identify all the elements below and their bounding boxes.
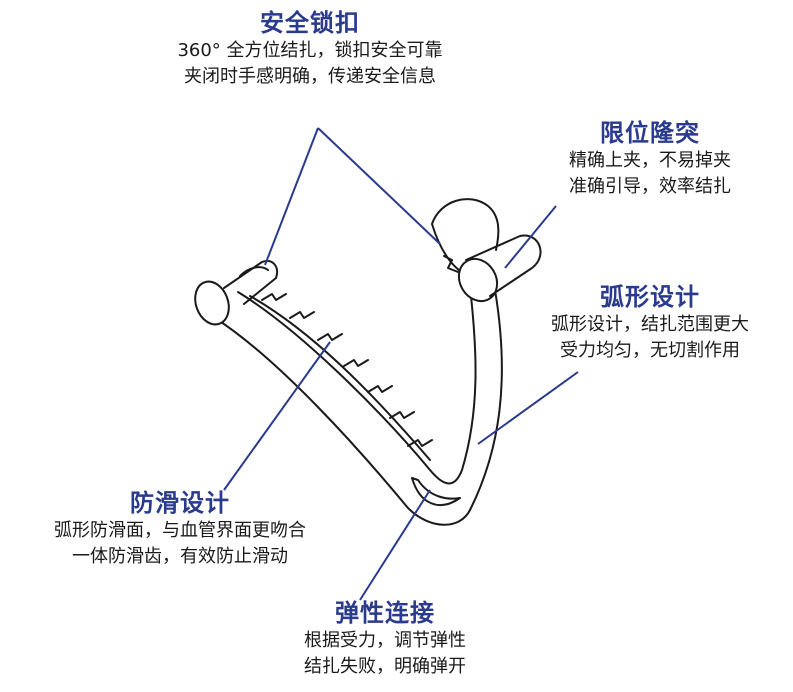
leader-arc (477, 371, 579, 445)
callout-line: 精确上夹，不易掉夹 (569, 150, 731, 171)
callout-line: 夹闭时手感明确，传递安全信息 (184, 66, 436, 87)
lock-knob (194, 280, 230, 326)
callout-anti-slip: 防滑设计 弧形防滑面，与血管界面更吻合 一体防滑齿，有效防止滑动 (10, 488, 350, 570)
leader-anti-slip (223, 341, 331, 491)
callout-title: 限位隆突 (600, 119, 700, 147)
leader-elastic (359, 489, 431, 601)
callout-safety-lock: 安全锁扣 360° 全方位结扎，锁扣安全可靠 夹闭时手感明确，传递安全信息 (150, 8, 470, 90)
clip-outer-arc (214, 289, 503, 526)
callout-line: 弧形设计，结扎范围更大 (551, 314, 749, 335)
limit-bump-end (457, 257, 499, 303)
anti-slip-teeth (261, 293, 433, 447)
callout-line: 受力均匀，无切割作用 (560, 340, 740, 361)
callout-arc-design: 弧形设计 弧形设计，结扎范围更大 受力均匀，无切割作用 (520, 282, 780, 364)
callout-line: 根据受力，调节弹性 (304, 630, 466, 651)
anti-slip-surface (249, 295, 431, 461)
lock-latch (223, 260, 278, 305)
lock-latch-inner (239, 266, 269, 277)
callout-line: 准确引导，效率结扎 (569, 176, 731, 197)
callout-line: 结扎失败，明确弹开 (304, 656, 466, 677)
limit-bump-body (465, 234, 542, 297)
callout-title: 防滑设计 (130, 489, 230, 517)
leader-limit (504, 205, 557, 269)
leader-lock-left (264, 127, 319, 266)
leader-lock-right (317, 127, 441, 245)
limit-bump-notch (443, 255, 459, 273)
callout-line: 360° 全方位结扎，锁扣安全可靠 (177, 40, 443, 61)
clip-inner-arc (237, 269, 477, 485)
right-arm-top (431, 198, 500, 251)
callout-line: 一体防滑齿，有效防止滑动 (72, 546, 288, 567)
callout-line: 弧形防滑面，与血管界面更吻合 (54, 520, 306, 541)
callout-title: 安全锁扣 (260, 9, 360, 37)
callout-title: 弧形设计 (600, 283, 700, 311)
callout-title: 弹性连接 (335, 599, 435, 627)
callout-elastic-connection: 弹性连接 根据受力，调节弹性 结扎失败，明确弹开 (265, 598, 505, 680)
callout-limit-bump: 限位隆突 精确上夹，不易掉夹 准确引导，效率结扎 (530, 118, 770, 200)
